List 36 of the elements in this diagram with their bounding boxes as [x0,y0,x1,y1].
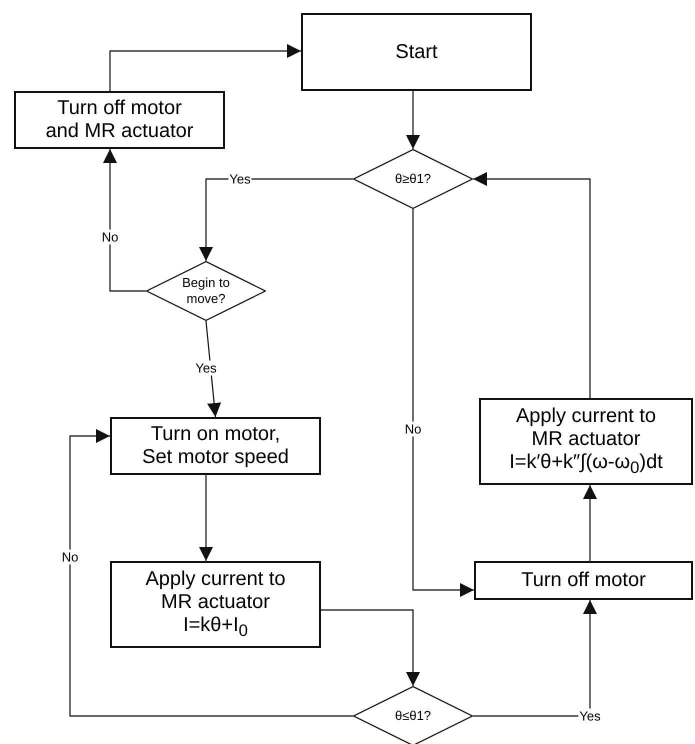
edge-label: No [404,422,422,436]
edge-label: Yes [578,708,602,724]
edge-label: Yes [228,172,252,186]
arrow [109,44,301,91]
process-box [14,91,225,149]
process-text: Turn on motor, Set motor speed [141,423,290,469]
arrow [321,609,420,686]
process-box [474,561,693,600]
process-text: Turn off motor [521,569,646,592]
decision-text: θ≥θ1? [394,171,432,187]
edge-label: No [100,230,120,244]
process-box [301,13,532,91]
arrow [583,485,597,561]
arrow [103,149,146,292]
process-text: Apply current to MR actuator I=kθ+I$_{0}$ [144,568,287,641]
decision-diamond [146,261,266,321]
decision-text: Begin to move? [181,275,231,307]
edge-label: No [60,550,80,564]
arrow [406,91,420,149]
arrow [69,429,353,717]
process-text: Turn off motor and MR actuator [44,97,194,143]
decision-diamond [353,686,473,744]
arrow [199,178,353,261]
process-box [110,561,321,648]
edge-label: Yes [194,360,218,376]
process-text: Start [395,40,438,64]
decision-text: θ≤θ1? [394,708,432,724]
decision-diamond [353,149,473,209]
arrow [412,209,474,597]
arrow [473,600,597,717]
process-text: Apply current to MR actuator I=k′θ+k″∫(ω-ω$_{0}$)dt [508,405,664,478]
process-box [110,417,321,475]
arrow [205,320,222,418]
arrow [473,172,591,398]
arrow [199,475,213,561]
process-box [479,398,693,485]
